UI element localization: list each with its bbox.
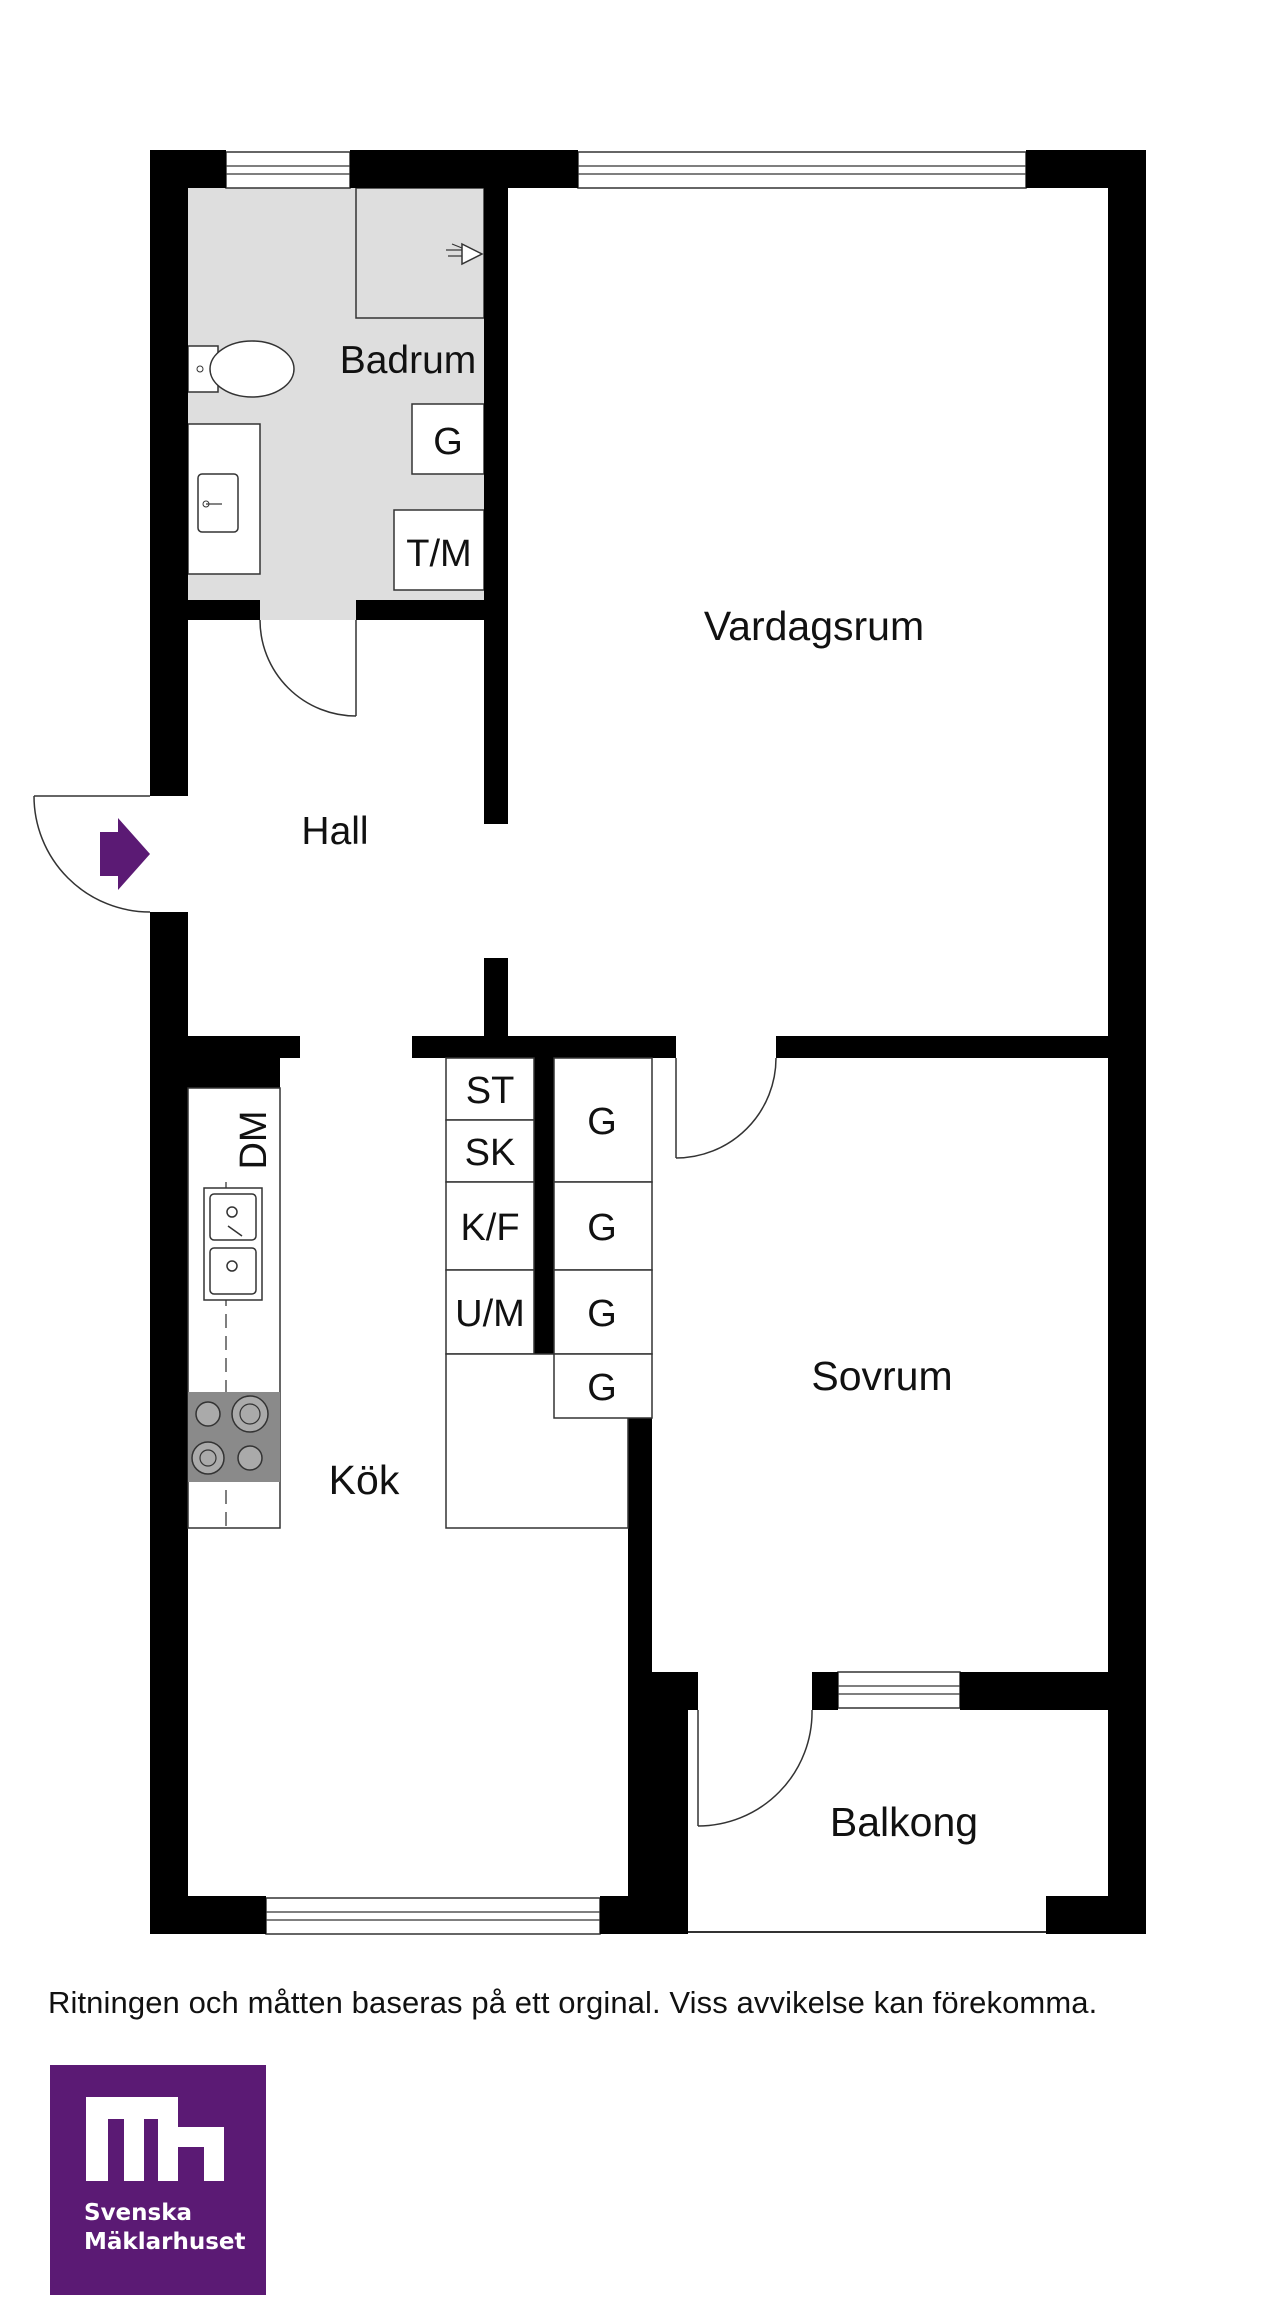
door-bathroom xyxy=(259,619,357,717)
brand-name-line1: Svenska xyxy=(84,2200,193,2226)
floor-plan: Badrum Vardagsrum Hall Kök Sovrum Balkon… xyxy=(33,150,1146,1935)
wardrobes xyxy=(553,1057,653,1419)
fixture-label-sk: SK xyxy=(465,1132,516,1174)
door-sovrum xyxy=(675,1057,777,1159)
brand-name-line2: Mäklarhuset xyxy=(84,2229,246,2255)
fixture-label-badrum-g: G xyxy=(433,421,463,463)
fixture-label-kf: K/F xyxy=(460,1207,519,1249)
brand-logo: Svenska Mäklarhuset xyxy=(50,2065,266,2295)
room-label-hall: Hall xyxy=(301,810,368,853)
window-vardagsrum xyxy=(577,151,1027,189)
door-balkong xyxy=(697,1709,813,1827)
appliance-column xyxy=(445,1057,629,1529)
wardrobe-label-2: G xyxy=(587,1207,617,1249)
stove-icon xyxy=(188,1392,280,1482)
badrum-g-box xyxy=(411,403,485,475)
window-sovrum xyxy=(837,1671,961,1709)
room-label-vardagsrum: Vardagsrum xyxy=(704,603,924,649)
entrance-arrow-icon xyxy=(100,818,150,890)
shower-icon xyxy=(355,187,485,319)
fixture-label-tm: T/M xyxy=(406,533,471,575)
sink-icon xyxy=(187,423,261,575)
wardrobe-label-1: G xyxy=(587,1101,617,1143)
walls xyxy=(150,150,1146,1934)
door-entrance xyxy=(33,795,151,913)
fixture-label-dm: DM xyxy=(233,1110,275,1169)
room-label-badrum: Badrum xyxy=(340,339,477,382)
room-label-sovrum: Sovrum xyxy=(811,1353,952,1399)
brand-name: Svenska Mäklarhuset xyxy=(84,2199,245,2257)
room-label-kok: Kök xyxy=(329,1457,400,1503)
fixture-label-st: ST xyxy=(466,1070,515,1112)
wardrobe-label-3: G xyxy=(587,1293,617,1335)
window-kok xyxy=(265,1897,601,1935)
double-sink-icon xyxy=(203,1187,263,1301)
brand-mark-icon xyxy=(86,2097,224,2181)
wardrobe-label-4: G xyxy=(587,1367,617,1409)
disclaimer-text: Ritningen och måtten baseras på ett orgi… xyxy=(48,1985,1098,2020)
room-label-balkong: Balkong xyxy=(830,1799,978,1845)
fixture-label-um: U/M xyxy=(455,1293,525,1335)
toilet-icon xyxy=(187,340,295,398)
window-bathroom xyxy=(225,151,351,189)
